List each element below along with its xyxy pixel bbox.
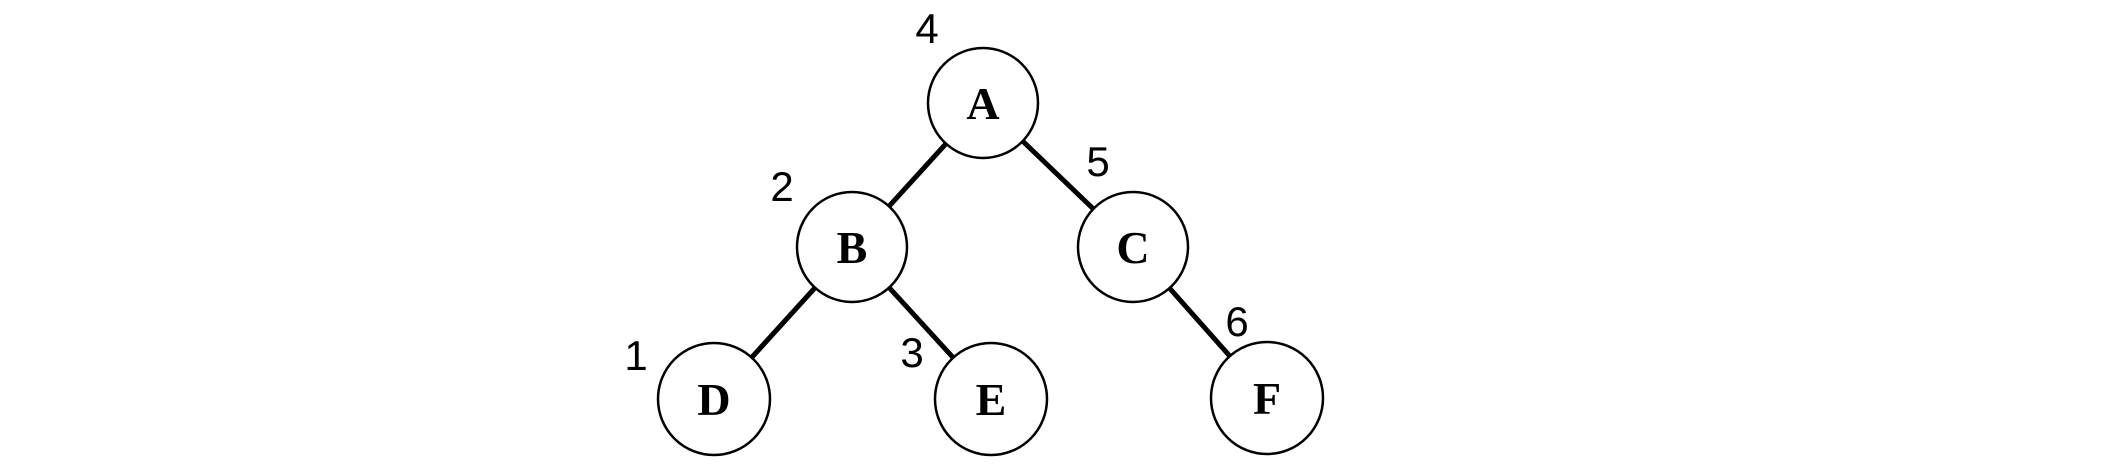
- order-labels: 4 2 5 1 3 6: [624, 5, 1248, 379]
- node-f-circle: [1209, 340, 1325, 456]
- order-label-d: 1: [624, 332, 647, 379]
- node-e-circle: [933, 341, 1049, 457]
- node-d-label: D: [697, 374, 730, 425]
- order-label-b: 2: [770, 163, 793, 210]
- order-label-a: 4: [915, 5, 938, 52]
- node-d-circle: [656, 341, 772, 457]
- order-label-e: 3: [900, 329, 923, 376]
- order-label-c: 5: [1086, 138, 1109, 185]
- tree-nodes: [656, 46, 1325, 457]
- node-f-label: F: [1253, 373, 1281, 424]
- order-label-f: 6: [1225, 298, 1248, 345]
- node-b-label: B: [837, 222, 868, 273]
- node-a-circle: [926, 46, 1040, 160]
- node-b-circle: [795, 190, 909, 304]
- node-c-circle: [1076, 190, 1190, 304]
- node-c-label: C: [1116, 222, 1149, 273]
- node-a-label: A: [966, 78, 999, 129]
- node-labels: A B C D E F: [697, 78, 1281, 425]
- node-e-label: E: [976, 374, 1007, 425]
